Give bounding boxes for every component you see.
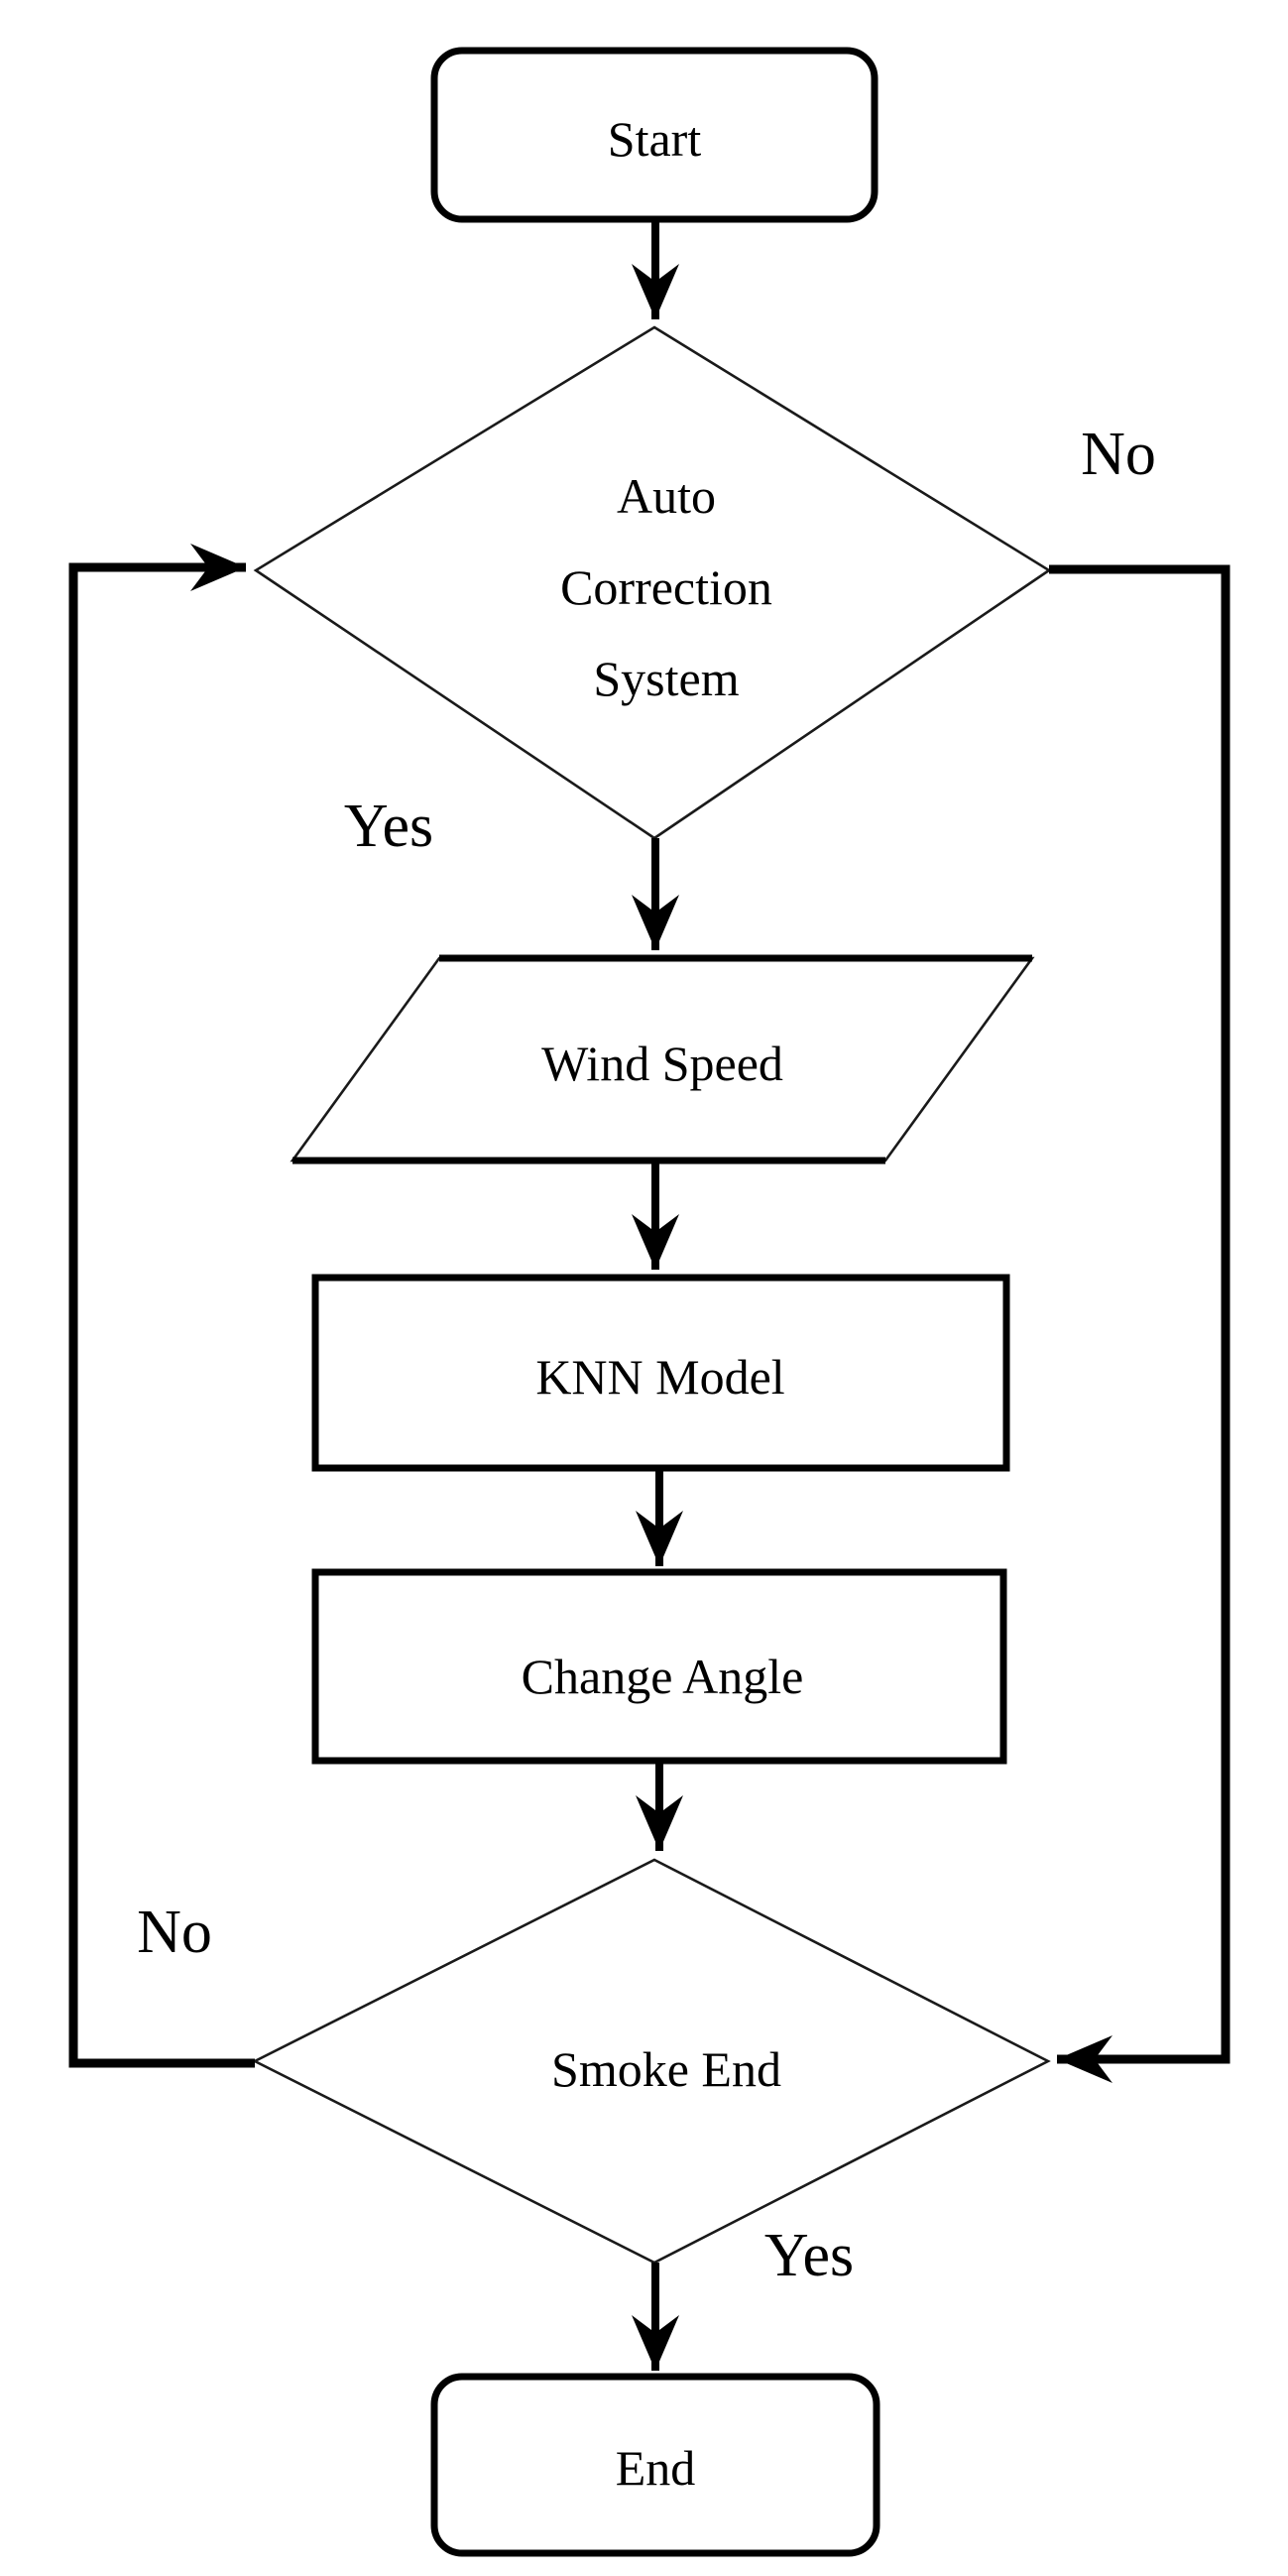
- changeangle-label: Change Angle: [522, 1649, 804, 1704]
- auto-correction-line-2: Correction: [560, 559, 772, 615]
- label-yes-left: Yes: [344, 793, 433, 860]
- label-no-top-right: No: [1081, 421, 1156, 488]
- start-label: Start: [608, 111, 702, 167]
- knn-label: KNN Model: [535, 1349, 784, 1405]
- end-label: End: [616, 2440, 696, 2496]
- label-yes-bottom: Yes: [764, 2222, 854, 2289]
- auto-correction-line-1: Auto: [617, 468, 716, 524]
- label-no-bottom-left: No: [137, 1899, 212, 1966]
- loop-right-no: [1049, 564, 1230, 2083]
- end-node: [430, 2373, 880, 2557]
- windspeed-label: Wind Speed: [541, 1036, 783, 1091]
- smoke-end-label: Smoke End: [551, 2041, 781, 2097]
- loop-left-no: [68, 544, 255, 2068]
- auto-correction-line-3: System: [593, 651, 739, 706]
